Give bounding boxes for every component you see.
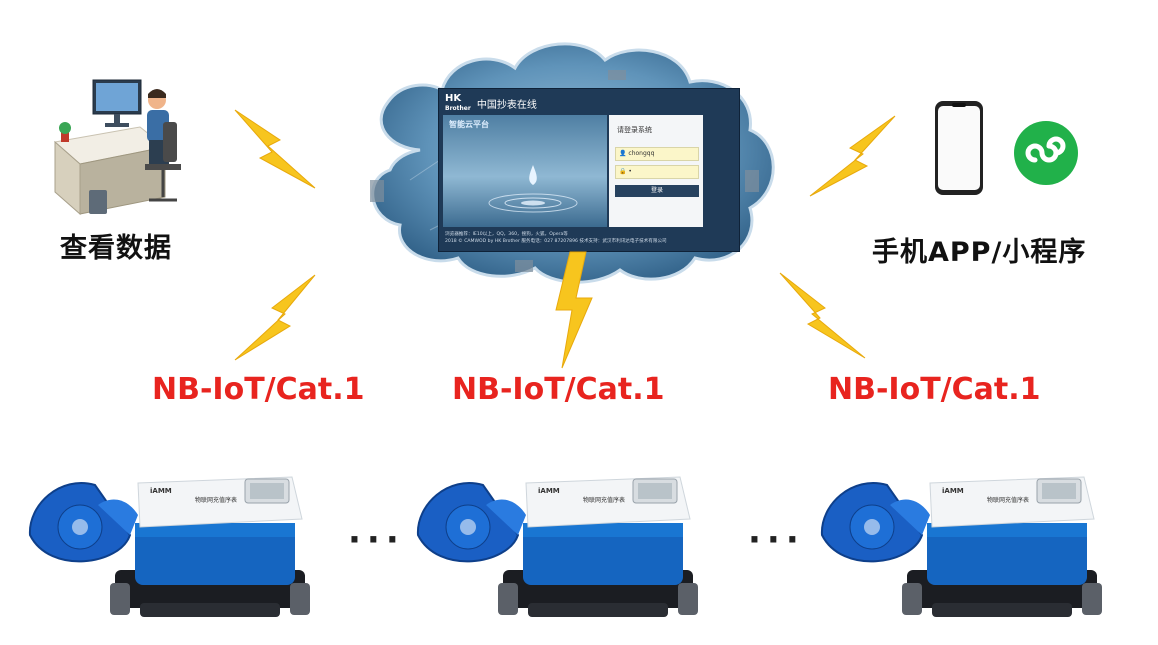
view-data-label: 查看数据 (60, 233, 172, 264)
smartphone-icon (935, 101, 983, 195)
login-button[interactable]: 登录 (615, 185, 699, 197)
lightning-icon-bottom-right (779, 272, 866, 359)
protocol-label-right: NB-IoT/Cat.1 (828, 372, 1041, 407)
water-drop-icon (488, 165, 578, 213)
brand-logo: HK Brother (445, 92, 471, 112)
panel-title: 智能云平台 (449, 120, 489, 129)
lightning-icon-top-right (809, 115, 896, 197)
protocol-label-center: NB-IoT/Cat.1 (452, 372, 665, 407)
meter-model: 物联网充值序表 (195, 497, 238, 504)
site-title: 中国抄表在线 (476, 99, 537, 111)
water-meter-center: iAMM 物联网充值序表 (408, 465, 708, 625)
desk-user-illustration (53, 79, 181, 216)
ellipsis-right: ··· (748, 520, 805, 560)
wechat-mini-program-icon (1014, 121, 1078, 185)
lightning-icon-bottom-left (234, 274, 316, 361)
lightning-icon-top-left (234, 109, 316, 189)
water-meter-left: iAMM 物联网充值序表 (20, 465, 320, 625)
username-field[interactable]: 👤 chongqq (615, 147, 699, 161)
login-title: 请登录系统 (617, 126, 652, 134)
meter-brand: iAMM (942, 487, 964, 495)
lightning-icon-center (555, 251, 593, 369)
mobile-app-label: 手机APP/小程序 (872, 237, 1087, 268)
platform-login-window: HK Brother 中国抄表在线 智能云平台 请登录系统 👤 chongqq … (438, 88, 740, 252)
water-meter-right: iAMM 物联网充值序表 (812, 465, 1112, 625)
platform-footer: 浏览器推荐：IE10以上，QQ，360，搜狗，火狐，Opera等 2018 © … (445, 232, 667, 244)
meter-model: 物联网充值序表 (583, 497, 626, 504)
user-icon: 👤 (619, 150, 627, 157)
ellipsis-left: ··· (348, 520, 405, 560)
meter-brand: iAMM (150, 487, 172, 495)
protocol-label-left: NB-IoT/Cat.1 (152, 372, 365, 407)
password-field[interactable]: 🔒 • (615, 165, 699, 179)
meter-brand: iAMM (538, 487, 560, 495)
lock-icon: 🔒 (619, 168, 627, 175)
login-form: 请登录系统 👤 chongqq 🔒 • 登录 (609, 115, 703, 227)
platform-header: HK Brother 中国抄表在线 (445, 93, 537, 113)
meter-model: 物联网充值序表 (987, 497, 1030, 504)
hero-panel: 智能云平台 (443, 115, 607, 227)
